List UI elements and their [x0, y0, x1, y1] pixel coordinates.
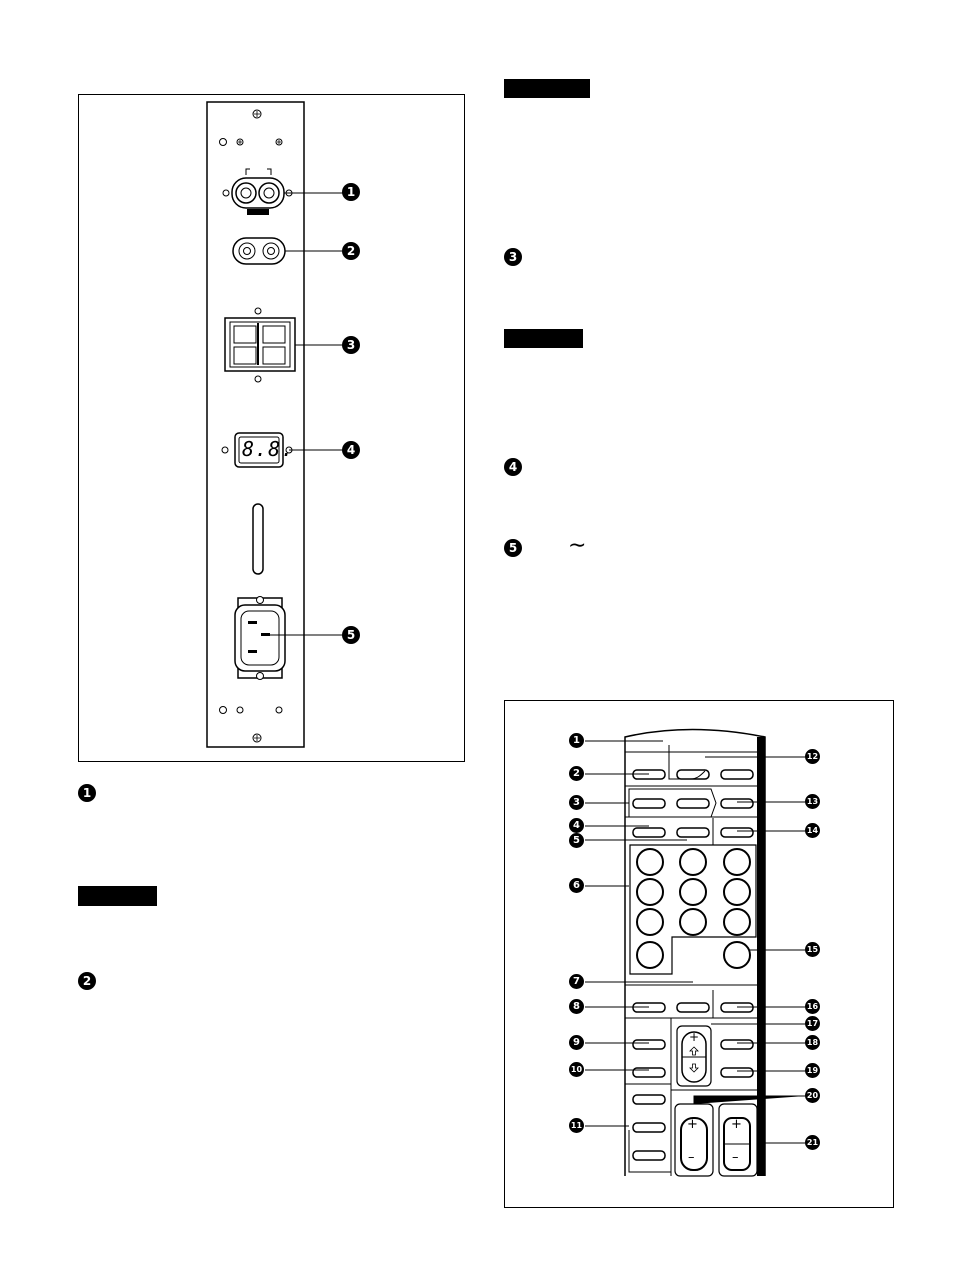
note-heading-bar — [504, 79, 590, 98]
callout-4: 4 — [342, 441, 360, 459]
channel-plus: + — [689, 1030, 700, 1044]
remote-callout-12: 12 — [805, 749, 820, 764]
note-heading-bar — [78, 886, 157, 906]
remote-callout-5: 5 — [569, 833, 584, 848]
item-3-marker: 3 — [504, 248, 522, 266]
remote-callout-19: 19 — [805, 1063, 820, 1078]
remote-callout-4: 4 — [569, 818, 584, 833]
remote-callout-8: 8 — [569, 999, 584, 1014]
item-4-marker: 4 — [504, 458, 522, 476]
callout-2: 2 — [342, 242, 360, 260]
item-5-marker: 5 — [504, 539, 522, 557]
callout-3: 3 — [342, 336, 360, 354]
ac-symbol: ∼ — [568, 533, 587, 558]
remote-callout-20: 20 — [805, 1088, 820, 1103]
remote-callout-7: 7 — [569, 974, 584, 989]
remote-callout-17: 17 — [805, 1016, 820, 1031]
remote-callout-15: 15 — [805, 942, 820, 957]
volume-minus-right: – — [732, 1150, 739, 1165]
volume-minus-left: – — [688, 1150, 695, 1165]
remote-callout-21: 21 — [805, 1135, 820, 1150]
volume-plus-right: + — [731, 1117, 742, 1132]
remote-callout-16: 16 — [805, 999, 820, 1014]
remote-callout-2: 2 — [569, 766, 584, 781]
remote-callout-10: 10 — [569, 1062, 584, 1077]
volume-plus-left: + — [687, 1117, 698, 1132]
remote-callout-6: 6 — [569, 878, 584, 893]
remote-callout-11: 11 — [569, 1118, 584, 1133]
remote-callout-14: 14 — [805, 823, 820, 838]
callout-1: 1 — [342, 183, 360, 201]
remote-callout-1: 1 — [569, 733, 584, 748]
seven-segment-readout: 8.8. — [242, 437, 295, 461]
remote-callout-3: 3 — [569, 795, 584, 810]
remote-callout-13: 13 — [805, 794, 820, 809]
note-heading-bar — [504, 329, 583, 348]
remote-callout-18: 18 — [805, 1035, 820, 1050]
callout-5: 5 — [342, 626, 360, 644]
remote-callout-9: 9 — [569, 1035, 584, 1050]
item-1-marker: 1 — [78, 784, 96, 802]
item-2-marker: 2 — [78, 972, 96, 990]
